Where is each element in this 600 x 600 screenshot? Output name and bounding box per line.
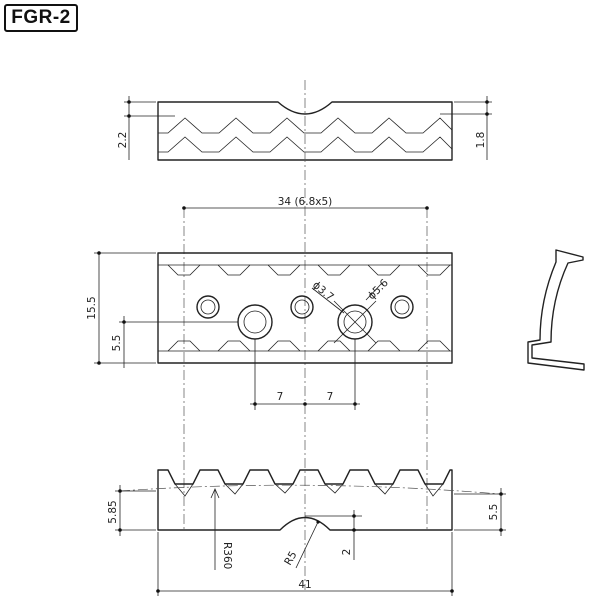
dim-spacing-left: 7 — [277, 391, 284, 403]
bottom-view: 5.85 5.5 R360 R5 2 41 — [107, 469, 506, 596]
dim-arc-radius: R360 — [221, 542, 233, 569]
dim-pitch: 34 (6.8x5) — [278, 196, 332, 208]
bottom-view-teeth-inner — [174, 483, 444, 497]
dim-notch-depth: 2 — [341, 549, 353, 556]
front-view-body — [157, 252, 453, 364]
dim-hole-offset: 5.5 — [111, 335, 123, 352]
dim-side-height-right: 1.8 — [475, 132, 487, 149]
dim-edge-height-right: 5.5 — [488, 504, 500, 521]
top-view-profile-upper — [158, 117, 453, 134]
dim-overall-width: 41 — [298, 579, 311, 591]
dim-large-hole-dia: ϕ5.6 — [366, 277, 391, 302]
top-view: 2.2 1.8 — [117, 96, 492, 161]
part-number-label: FGR-2 — [4, 4, 78, 32]
dim-small-hole-dia: ϕ3.7 — [310, 279, 336, 303]
arc-centerline — [119, 484, 501, 495]
front-view-teeth-bottom — [167, 340, 451, 352]
bottom-view-outline — [157, 469, 453, 531]
side-view-profile — [527, 249, 585, 371]
dim-notch-radius: R5 — [282, 549, 299, 567]
front-view: 34 (6.8x5) — [86, 80, 453, 590]
small-hole-center — [290, 295, 314, 319]
top-view-outline — [157, 101, 453, 161]
large-hole-right — [333, 300, 377, 344]
front-view-teeth-top — [167, 264, 451, 276]
dim-spacing-right: 7 — [327, 391, 334, 403]
top-view-profile-lower — [158, 136, 453, 153]
dim-body-height: 15.5 — [86, 296, 98, 319]
small-hole-left — [196, 295, 220, 319]
small-hole-right — [390, 295, 414, 319]
large-hole-left — [237, 304, 273, 340]
dim-side-height-left: 2.2 — [117, 132, 129, 149]
dim-edge-height-left: 5.85 — [107, 500, 119, 523]
